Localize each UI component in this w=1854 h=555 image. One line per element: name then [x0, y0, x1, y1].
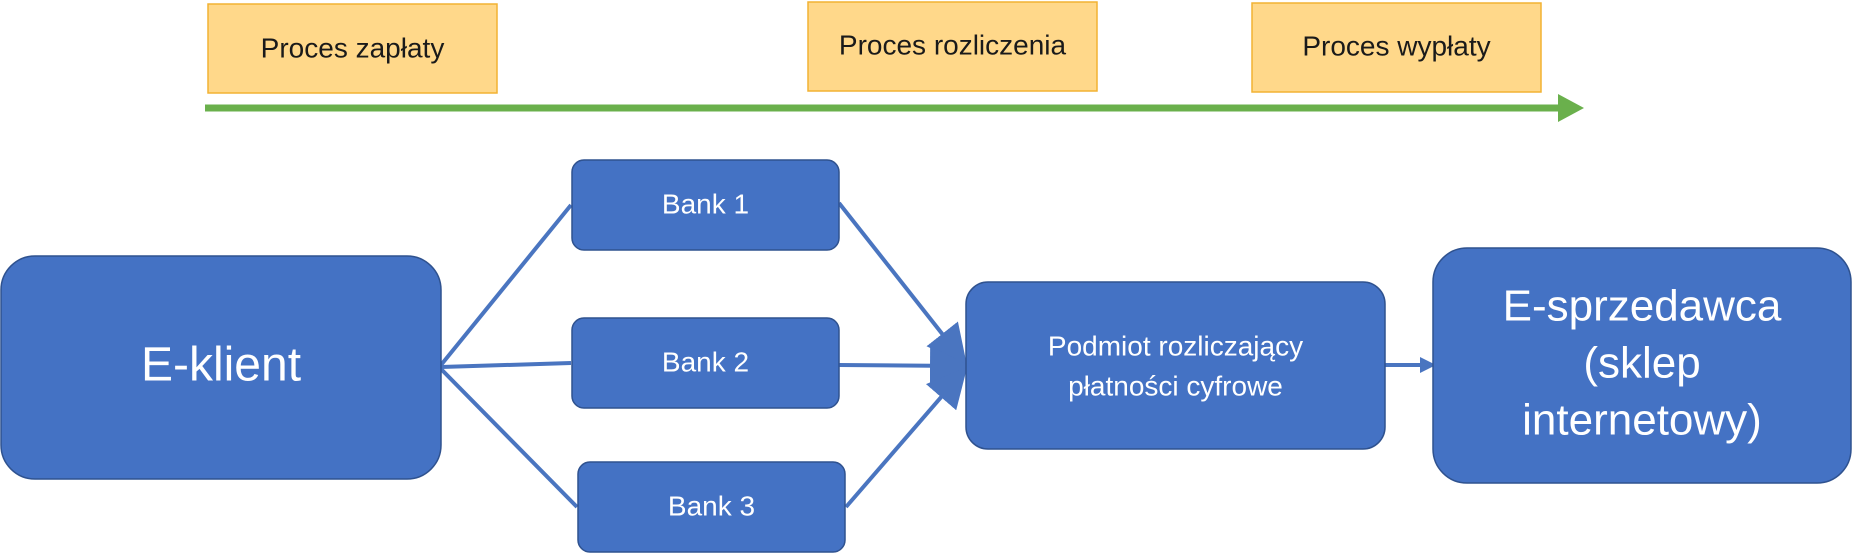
node-merchant-line-2: (sklep — [1583, 339, 1700, 388]
node-bank-3: Bank 3 — [577, 461, 846, 553]
phase-payout: Proces wypłaty — [1251, 2, 1542, 93]
connector-bank1-clearing — [837, 201, 967, 366]
timeline-arrow-head — [1558, 94, 1584, 122]
node-client-label: E-klient — [141, 339, 301, 392]
node-bank-2: Bank 2 — [571, 317, 840, 409]
phase-settlement-label: Proces rozliczenia — [839, 29, 1067, 60]
connector-client-bank2 — [440, 361, 572, 369]
node-bank-2-label: Bank 2 — [662, 346, 749, 377]
connector-bank3-clearing — [844, 366, 968, 509]
node-bank-3-label: Bank 3 — [668, 490, 755, 521]
node-client: E-klient — [0, 255, 442, 480]
phase-settlement: Proces rozliczenia — [807, 1, 1098, 92]
connector-client-bank1 — [439, 203, 573, 367]
node-clearing-line-2: płatności cyfrowe — [1068, 370, 1283, 401]
node-clearing-entity: Podmiot rozliczający płatności cyfrowe — [965, 281, 1386, 450]
node-merchant: E-sprzedawca (sklep internetowy) — [1432, 247, 1852, 484]
connectors — [439, 201, 1436, 509]
node-merchant-line-1: E-sprzedawca — [1503, 282, 1782, 331]
node-bank-1-label: Bank 1 — [662, 188, 749, 219]
phase-payment-label: Proces zapłaty — [261, 32, 445, 63]
node-merchant-line-3: internetowy) — [1522, 396, 1762, 445]
node-bank-1: Bank 1 — [571, 159, 840, 251]
phase-timeline: Proces zapłaty Proces rozliczenia Proces… — [205, 1, 1584, 122]
connector-client-bank3 — [439, 367, 579, 509]
phase-payment: Proces zapłaty — [207, 3, 498, 94]
arrowhead-clearing-merchant — [1420, 357, 1436, 373]
node-clearing-line-1: Podmiot rozliczający — [1048, 330, 1303, 361]
phase-payout-label: Proces wypłaty — [1302, 30, 1490, 61]
connector-bank2-clearing — [838, 345, 970, 386]
